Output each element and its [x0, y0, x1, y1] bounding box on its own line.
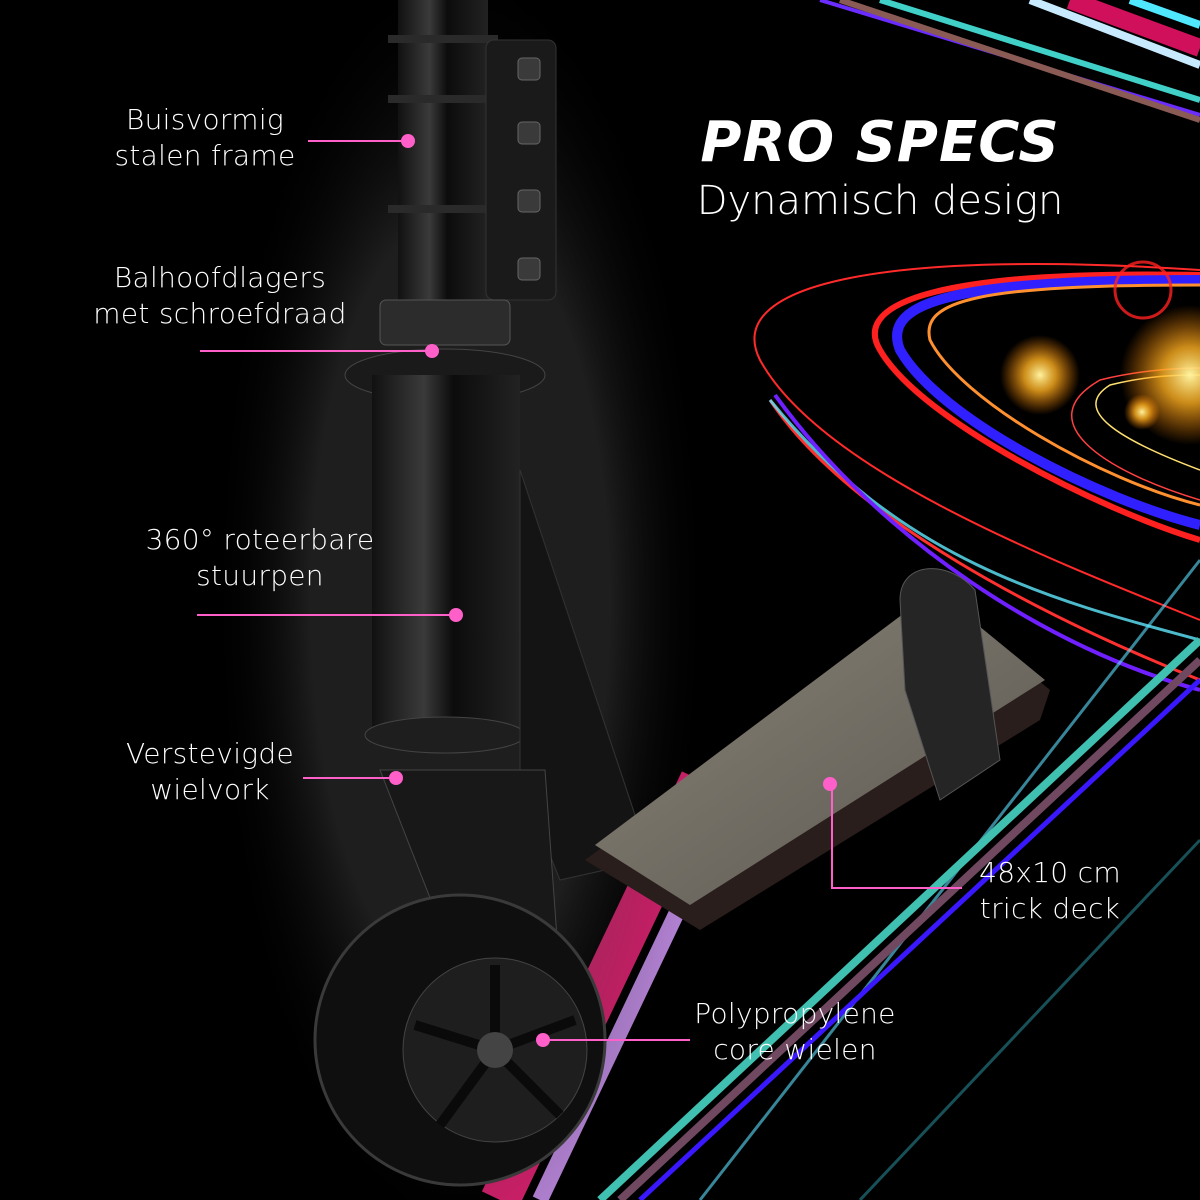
callout-lines: [197, 140, 962, 1041]
callout-wheels: Polypropylene core wielen: [694, 997, 896, 1066]
callout-headset: Balhoofdlagers met schroefdraad: [93, 261, 347, 330]
light-trails-orbit: [753, 260, 1200, 692]
hero-subtitle: Dynamisch design: [696, 178, 1064, 224]
callout-deck: 48x10 cm trick deck: [979, 856, 1121, 925]
callout-dot-frame: [401, 134, 415, 148]
light-flare: [1124, 394, 1160, 430]
callout-frame: Buisvormig stalen frame: [114, 103, 296, 172]
scooter-stem: [344, 0, 557, 754]
callout-dots: [389, 134, 837, 1047]
callout-dot-stem: [449, 608, 463, 622]
scooter-deck: [585, 568, 1050, 930]
light-trails-top: [819, 0, 1200, 123]
scooter-downtube: [519, 469, 651, 881]
callout-dot-deck: [823, 777, 837, 791]
callout-dot-wheel: [536, 1033, 550, 1047]
callout-dot-headset: [425, 344, 439, 358]
callout-fork: Verstevigde wielvork: [126, 737, 294, 806]
light-flare: [1000, 335, 1080, 415]
callout-dot-fork: [389, 771, 403, 785]
hero-title: PRO SPECS: [700, 110, 1060, 175]
callout-stem: 360° roteerbare stuurpen: [145, 523, 375, 592]
scooter-front-wheel: [313, 769, 607, 1187]
